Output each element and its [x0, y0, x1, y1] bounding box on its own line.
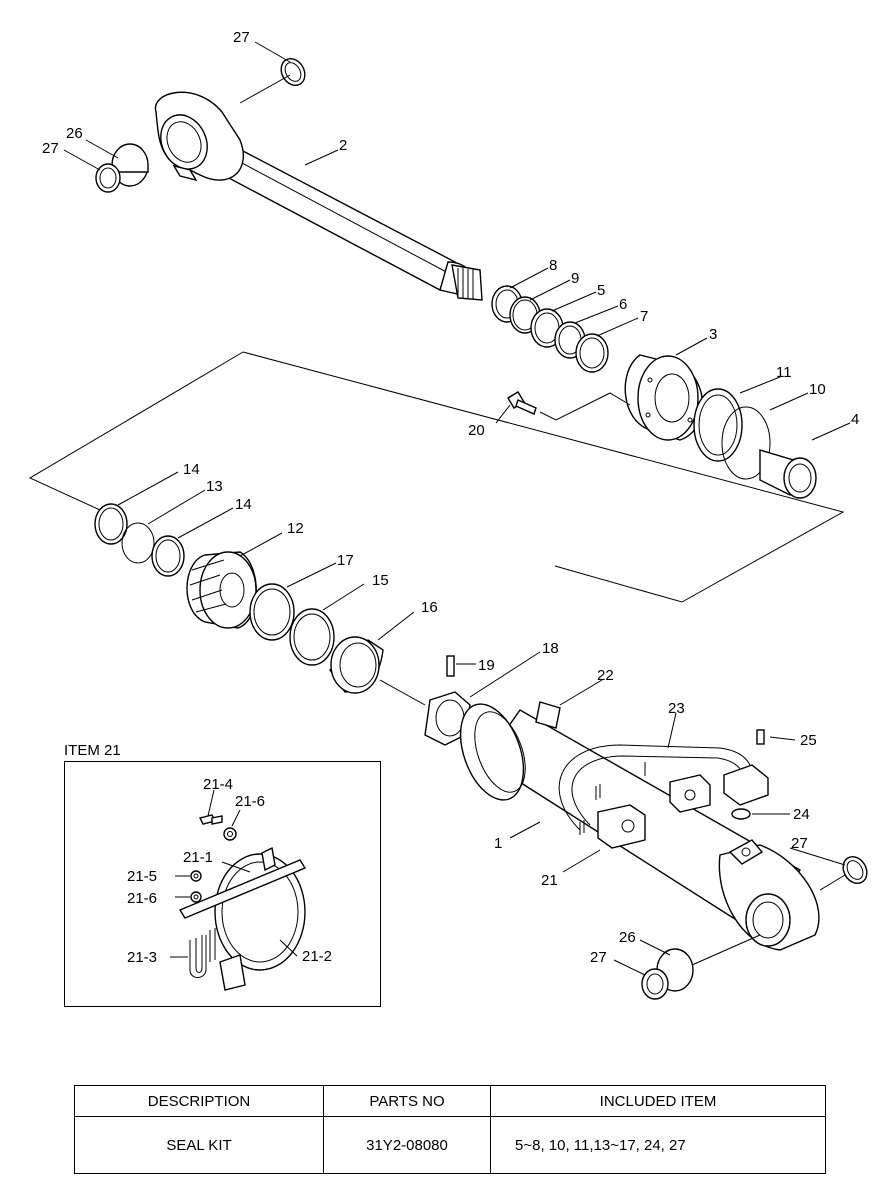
callout-label: 22	[597, 667, 614, 684]
callout-label: 23	[668, 700, 685, 717]
inset-callout-label: 21-3	[127, 949, 157, 966]
parts-table: DESCRIPTION PARTS NO INCLUDED ITEM SEAL …	[74, 1085, 826, 1174]
callout-label: 17	[337, 552, 354, 569]
callout-label: 27	[590, 949, 607, 966]
callout-label: 21	[541, 872, 558, 889]
cell-description: SEAL KIT	[74, 1116, 324, 1174]
callout-label: 14	[235, 496, 252, 513]
piston	[186, 551, 257, 629]
piston-rings	[249, 583, 384, 694]
callout-label: 5	[597, 282, 605, 299]
header-description: DESCRIPTION	[74, 1085, 324, 1117]
rod-seal-set	[491, 285, 609, 373]
inset-callout-label: 21-2	[302, 948, 332, 965]
callout-label: 2	[339, 137, 347, 154]
rod-cover	[624, 354, 704, 441]
piston-seal-set	[94, 503, 185, 577]
cell-parts-no: 31Y2-08080	[323, 1116, 491, 1174]
callout-label: 26	[619, 929, 636, 946]
callout-label: 8	[549, 257, 557, 274]
inset-title: ITEM 21	[64, 742, 121, 759]
callout-label: 18	[542, 640, 559, 657]
table-header-row: DESCRIPTION PARTS NO INCLUDED ITEM	[74, 1085, 826, 1117]
callout-label: 16	[421, 599, 438, 616]
callout-label: 4	[851, 411, 859, 428]
rod-cover-seals	[693, 388, 817, 499]
callout-labels: 27 26 27 2 8 9 5 6 7 3 11 10 4 20 14 13 …	[42, 29, 859, 966]
callout-label: 24	[793, 806, 810, 823]
inset-callout-label: 21-1	[183, 849, 213, 866]
bolt	[507, 391, 537, 415]
table-row: SEAL KIT 31Y2-08080 5~8, 10, 11,13~17, 2…	[74, 1116, 826, 1174]
callout-label: 27	[42, 140, 59, 157]
rod-eye-seal	[280, 57, 306, 87]
callout-leaders	[63, 41, 851, 976]
callout-label: 14	[183, 461, 200, 478]
inset-callout-label: 21-6	[127, 890, 157, 907]
header-included-item: INCLUDED ITEM	[490, 1085, 826, 1117]
callout-label: 6	[619, 296, 627, 313]
callout-label: 3	[709, 326, 717, 343]
inset-clamp-drawing	[170, 789, 307, 991]
callout-label: 13	[206, 478, 223, 495]
callout-label: 26	[66, 125, 83, 142]
callout-label: 27	[791, 835, 808, 852]
callout-label: 27	[233, 29, 250, 46]
exploded-parts-diagram: 27 26 27 2 8 9 5 6 7 3 11 10 4 20 14 13 …	[28, 29, 868, 1000]
inset-callout-label: 21-6	[235, 793, 265, 810]
callout-label: 25	[800, 732, 817, 749]
inset-callout-label: 21-5	[127, 868, 157, 885]
cylinder-end-bushing	[641, 948, 694, 1000]
callout-label: 15	[372, 572, 389, 589]
inset-frame	[64, 761, 381, 1007]
callout-label: 10	[809, 381, 826, 398]
piston-rod	[154, 91, 483, 301]
header-parts-no: PARTS NO	[323, 1085, 491, 1117]
callout-label: 9	[571, 270, 579, 287]
pipe-assembly	[558, 729, 769, 849]
inset-callout-label: 21-4	[203, 776, 233, 793]
cell-included-item: 5~8, 10, 11,13~17, 24, 27	[490, 1116, 826, 1174]
callout-label: 12	[287, 520, 304, 537]
callout-label: 19	[478, 657, 495, 674]
rod-end-bushing	[95, 143, 149, 193]
callout-label: 20	[468, 422, 485, 439]
callout-label: 11	[776, 364, 792, 381]
callout-label: 7	[640, 308, 648, 325]
cylinder-end-seal	[842, 855, 868, 885]
callout-label: 1	[494, 835, 502, 852]
